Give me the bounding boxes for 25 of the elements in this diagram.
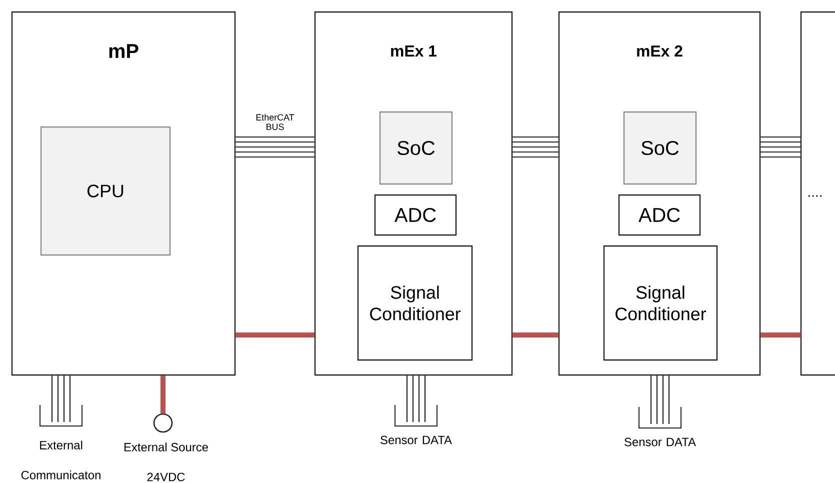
chip-box: CPU: [40, 126, 171, 256]
power-line: [512, 332, 558, 338]
cable-lines: [51, 375, 71, 423]
power-line: [236, 332, 314, 338]
power-line: [160, 376, 166, 414]
edge-label: EtherCAT BUS: [248, 112, 302, 132]
cable-lines: [650, 375, 670, 425]
connector-terminal: External Communicaton: [21, 404, 100, 480]
terminal-label: 24VDC: [147, 472, 185, 482]
component-box: Signal Conditioner: [603, 245, 718, 361]
bus-lines: [512, 136, 559, 158]
chip-box: SoC: [623, 111, 697, 185]
module-box: ....: [800, 11, 835, 376]
component-box: ADC: [618, 194, 701, 236]
connector-terminal: Sensor DATA: [624, 406, 696, 446]
power-line: [760, 332, 801, 338]
terminal-label: External Source: [124, 442, 208, 452]
cable-lines: [406, 375, 426, 423]
bus-lines: [235, 136, 315, 158]
connector-terminal: Sensor DATA: [380, 404, 452, 444]
chip-box: SoC: [379, 111, 453, 185]
component-box: Signal Conditioner: [357, 245, 473, 361]
component-box: ADC: [374, 194, 457, 236]
bus-lines: [760, 136, 802, 158]
terminal-circle: [153, 413, 173, 433]
